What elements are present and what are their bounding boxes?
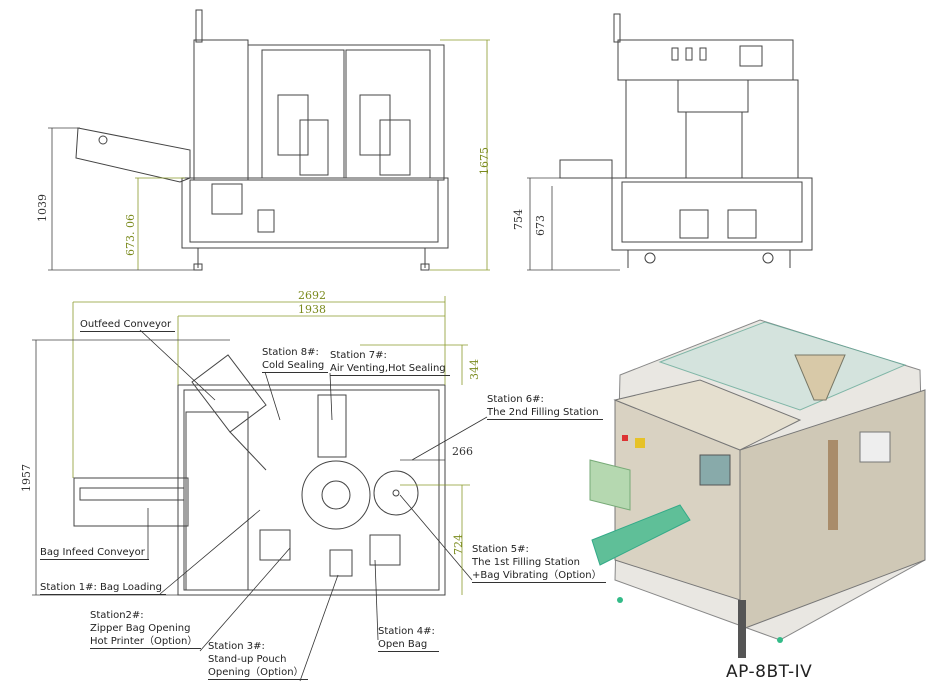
dim-filler-offset-y: 724 [452, 534, 465, 555]
dim-overall-depth: 1957 [20, 464, 33, 492]
top-view-machine [73, 354, 446, 596]
label-station-8: Station 8#:Cold Sealing [262, 346, 329, 373]
label-station-7: Station 7#:Air Venting,Hot Sealing [330, 349, 450, 376]
label-station-6: Station 6#:The 2nd Filling Station [487, 393, 603, 420]
dim-front-conveyor-height: 1039 [36, 194, 49, 222]
dim-total-height: 1675 [478, 147, 491, 175]
dim-filler-offset-x: 266 [452, 445, 473, 458]
dim-front-table-height: 673. 06 [124, 214, 137, 256]
model-name: AP-8BT-IV [726, 662, 813, 682]
front-view-machine [75, 9, 449, 271]
dim-frame-width: 1938 [298, 303, 326, 316]
dim-overall-width: 2692 [298, 289, 326, 302]
machine-3d-render [589, 319, 926, 658]
leader-lines [139, 329, 488, 682]
label-station-1: Station 1#: Bag Loading [40, 581, 166, 595]
label-bag-infeed-conveyor: Bag Infeed Conveyor [40, 546, 149, 560]
label-outfeed-conveyor: Outfeed Conveyor [80, 318, 176, 332]
dim-side-conveyor-height: 754 [512, 209, 525, 230]
dimension-lines [72, 39, 490, 595]
dim-side-table-height: 673 [534, 215, 547, 236]
side-view-machine [559, 13, 813, 268]
dim-outfeed-offset: 344 [468, 359, 481, 380]
label-station-4: Station 4#:Open Bag [378, 625, 439, 652]
label-station-5: Station 5#:The 1st Filling Station+Bag V… [472, 543, 606, 583]
